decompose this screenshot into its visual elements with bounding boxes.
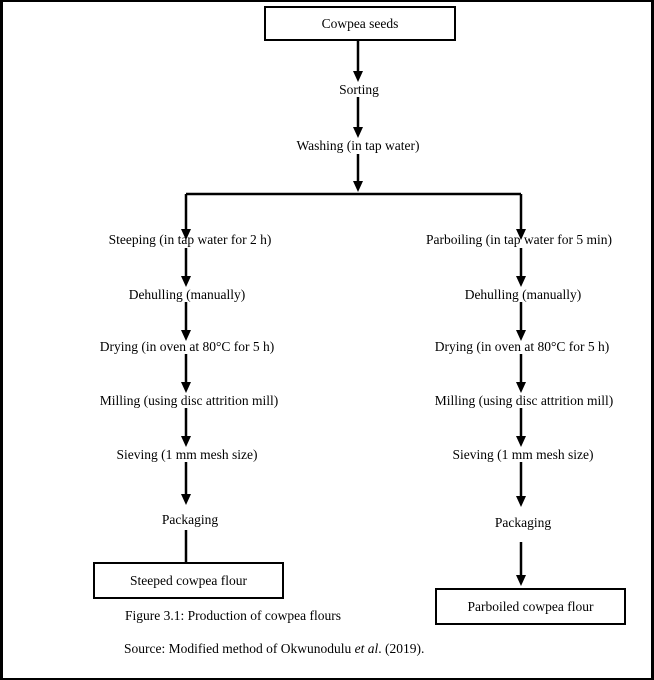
end-box-parboiled-label: Parboiled cowpea flour — [467, 598, 594, 614]
step-packaging-left: Packaging — [161, 512, 219, 527]
start-box-label: Cowpea seeds — [321, 15, 399, 31]
step-dehulling-right: Dehulling (manually) — [464, 287, 582, 302]
step-sieving-right: Sieving (1 mm mesh size) — [452, 447, 594, 462]
step-washing: Washing (in tap water) — [296, 138, 420, 153]
source-caption-suffix: . (2019). — [378, 641, 425, 656]
arrowhead-icon — [353, 127, 363, 138]
start-box-cowpea-seeds: Cowpea seeds — [264, 6, 456, 41]
end-box-steeped-flour: Steeped cowpea flour — [93, 562, 284, 599]
arrowhead-icon — [516, 436, 526, 447]
step-dehulling-left: Dehulling (manually) — [128, 287, 246, 302]
step-parboiling: Parboiling (in tap water for 5 min) — [426, 232, 612, 247]
arrowhead-icon — [516, 575, 526, 586]
arrowhead-icon — [516, 276, 526, 287]
arrowhead-icon — [353, 71, 363, 82]
arrowhead-icon — [181, 436, 191, 447]
arrowhead-icon — [181, 382, 191, 393]
end-box-steeped-label: Steeped cowpea flour — [130, 572, 247, 588]
step-sorting: Sorting — [339, 82, 379, 97]
step-milling-right: Milling (using disc attrition mill) — [434, 393, 614, 408]
source-caption-italic: et al — [354, 641, 379, 656]
arrowhead-icon — [181, 494, 191, 505]
arrowhead-icon — [353, 181, 363, 192]
source-caption-prefix: Source: Modified method of Okwunodulu — [124, 641, 355, 656]
step-drying-left: Drying (in oven at 80°C for 5 h) — [99, 339, 275, 354]
step-milling-left: Milling (using disc attrition mill) — [99, 393, 279, 408]
figure-caption: Figure 3.1: Production of cowpea flours — [125, 608, 341, 623]
step-packaging-right: Packaging — [494, 515, 552, 530]
step-sieving-left: Sieving (1 mm mesh size) — [116, 447, 258, 462]
arrowhead-icon — [181, 276, 191, 287]
end-box-parboiled-flour: Parboiled cowpea flour — [435, 588, 626, 625]
source-caption: Source: Modified method of Okwunodulu et… — [124, 641, 424, 657]
arrowhead-icon — [516, 496, 526, 507]
step-steeping: Steeping (in tap water for 2 h) — [108, 232, 272, 247]
arrowhead-icon — [516, 382, 526, 393]
step-drying-right: Drying (in oven at 80°C for 5 h) — [434, 339, 610, 354]
